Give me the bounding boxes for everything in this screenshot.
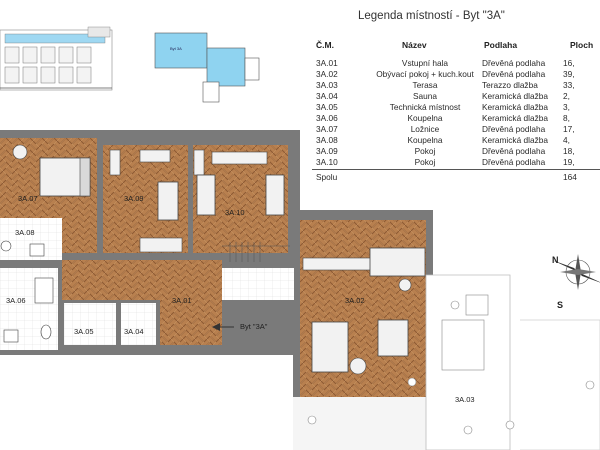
key-plan-thumbnail: Byt 3A [152, 30, 262, 103]
compass-north-label: N [552, 255, 559, 265]
header-cm: Č.M. [316, 40, 334, 50]
room-legend: Legenda místností - Byt "3A" Č.M. Název … [312, 8, 600, 193]
header-area: Ploch [570, 40, 594, 50]
room-label-3a05: 3A.05 [74, 327, 94, 336]
legend-title: Legenda místností - Byt "3A" [358, 10, 505, 22]
room-label-3a02: 3A.02 [345, 296, 365, 305]
room-label-3a01: 3A.01 [172, 296, 192, 305]
room-label-3a06: 3A.06 [6, 296, 26, 305]
header-name: Název [402, 40, 427, 50]
building-elevation-thumbnail [0, 26, 113, 91]
room-label-3a10: 3A.10 [225, 208, 245, 217]
total-divider [312, 169, 600, 170]
compass-south-label: S [557, 300, 564, 310]
entrance-label: Byt "3A" [240, 322, 268, 331]
key-plan-unit-label: Byt 3A [170, 46, 182, 51]
room-label-3a03: 3A.03 [455, 395, 475, 404]
apartment-plan [0, 130, 600, 450]
room-label-3a07: 3A.07 [18, 194, 38, 203]
compass-rose-icon [552, 254, 600, 290]
entrance-arrow [212, 323, 234, 331]
header-floor: Podlaha [484, 40, 518, 50]
room-label-3a09: 3A.09 [124, 194, 144, 203]
room-label-3a04: 3A.04 [124, 327, 144, 336]
room-label-3a08: 3A.08 [15, 228, 35, 237]
